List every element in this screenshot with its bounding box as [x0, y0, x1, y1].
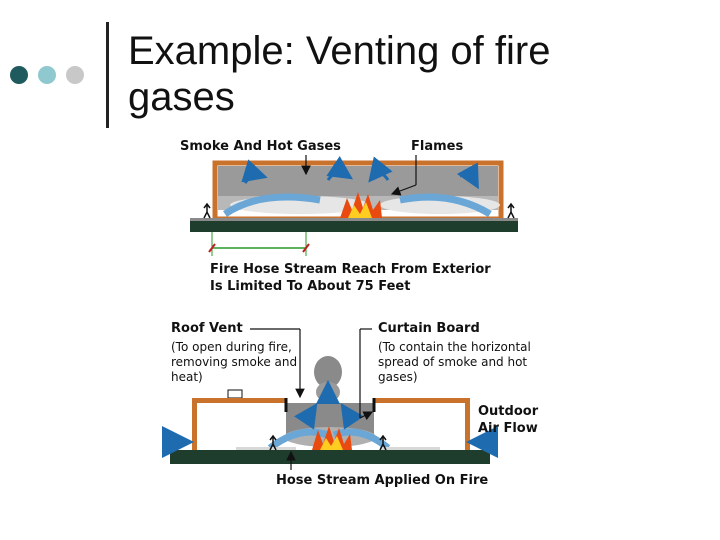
title-line-1: Example: Venting of fire: [128, 29, 551, 73]
bottom-building: [162, 328, 498, 470]
slide-title: Example: Venting of fire gases: [128, 28, 688, 120]
bullet-dot-dark: [10, 66, 28, 84]
hose-reach-label-line2: Is Limited To About 75 Feet: [210, 279, 411, 294]
roof-vent-label: Roof Vent: [171, 321, 243, 336]
bullet-dot-gray: [66, 66, 84, 84]
bullet-dot-light: [38, 66, 56, 84]
title-divider: [106, 22, 109, 128]
smoke-hot-gases-label: Smoke And Hot Gases: [180, 139, 341, 154]
hose-reach-label-line1: Fire Hose Stream Reach From Exterior: [210, 262, 491, 277]
flames-label: Flames: [411, 139, 464, 154]
outdoor-air-flow-label-line1: Outdoor: [478, 404, 539, 419]
top-building: [190, 155, 518, 256]
outdoor-air-flow-label-line2: Air Flow: [478, 421, 538, 436]
title-line-2: gases: [128, 75, 235, 119]
bullet-dots: [10, 66, 90, 86]
roof-vent-description: (To open during fire, removing smoke and…: [171, 340, 298, 384]
curtain-board-label: Curtain Board: [378, 321, 480, 336]
curtain-board-description: (To contain the horizontal spread of smo…: [378, 340, 531, 384]
hose-stream-label: Hose Stream Applied On Fire: [276, 473, 489, 488]
